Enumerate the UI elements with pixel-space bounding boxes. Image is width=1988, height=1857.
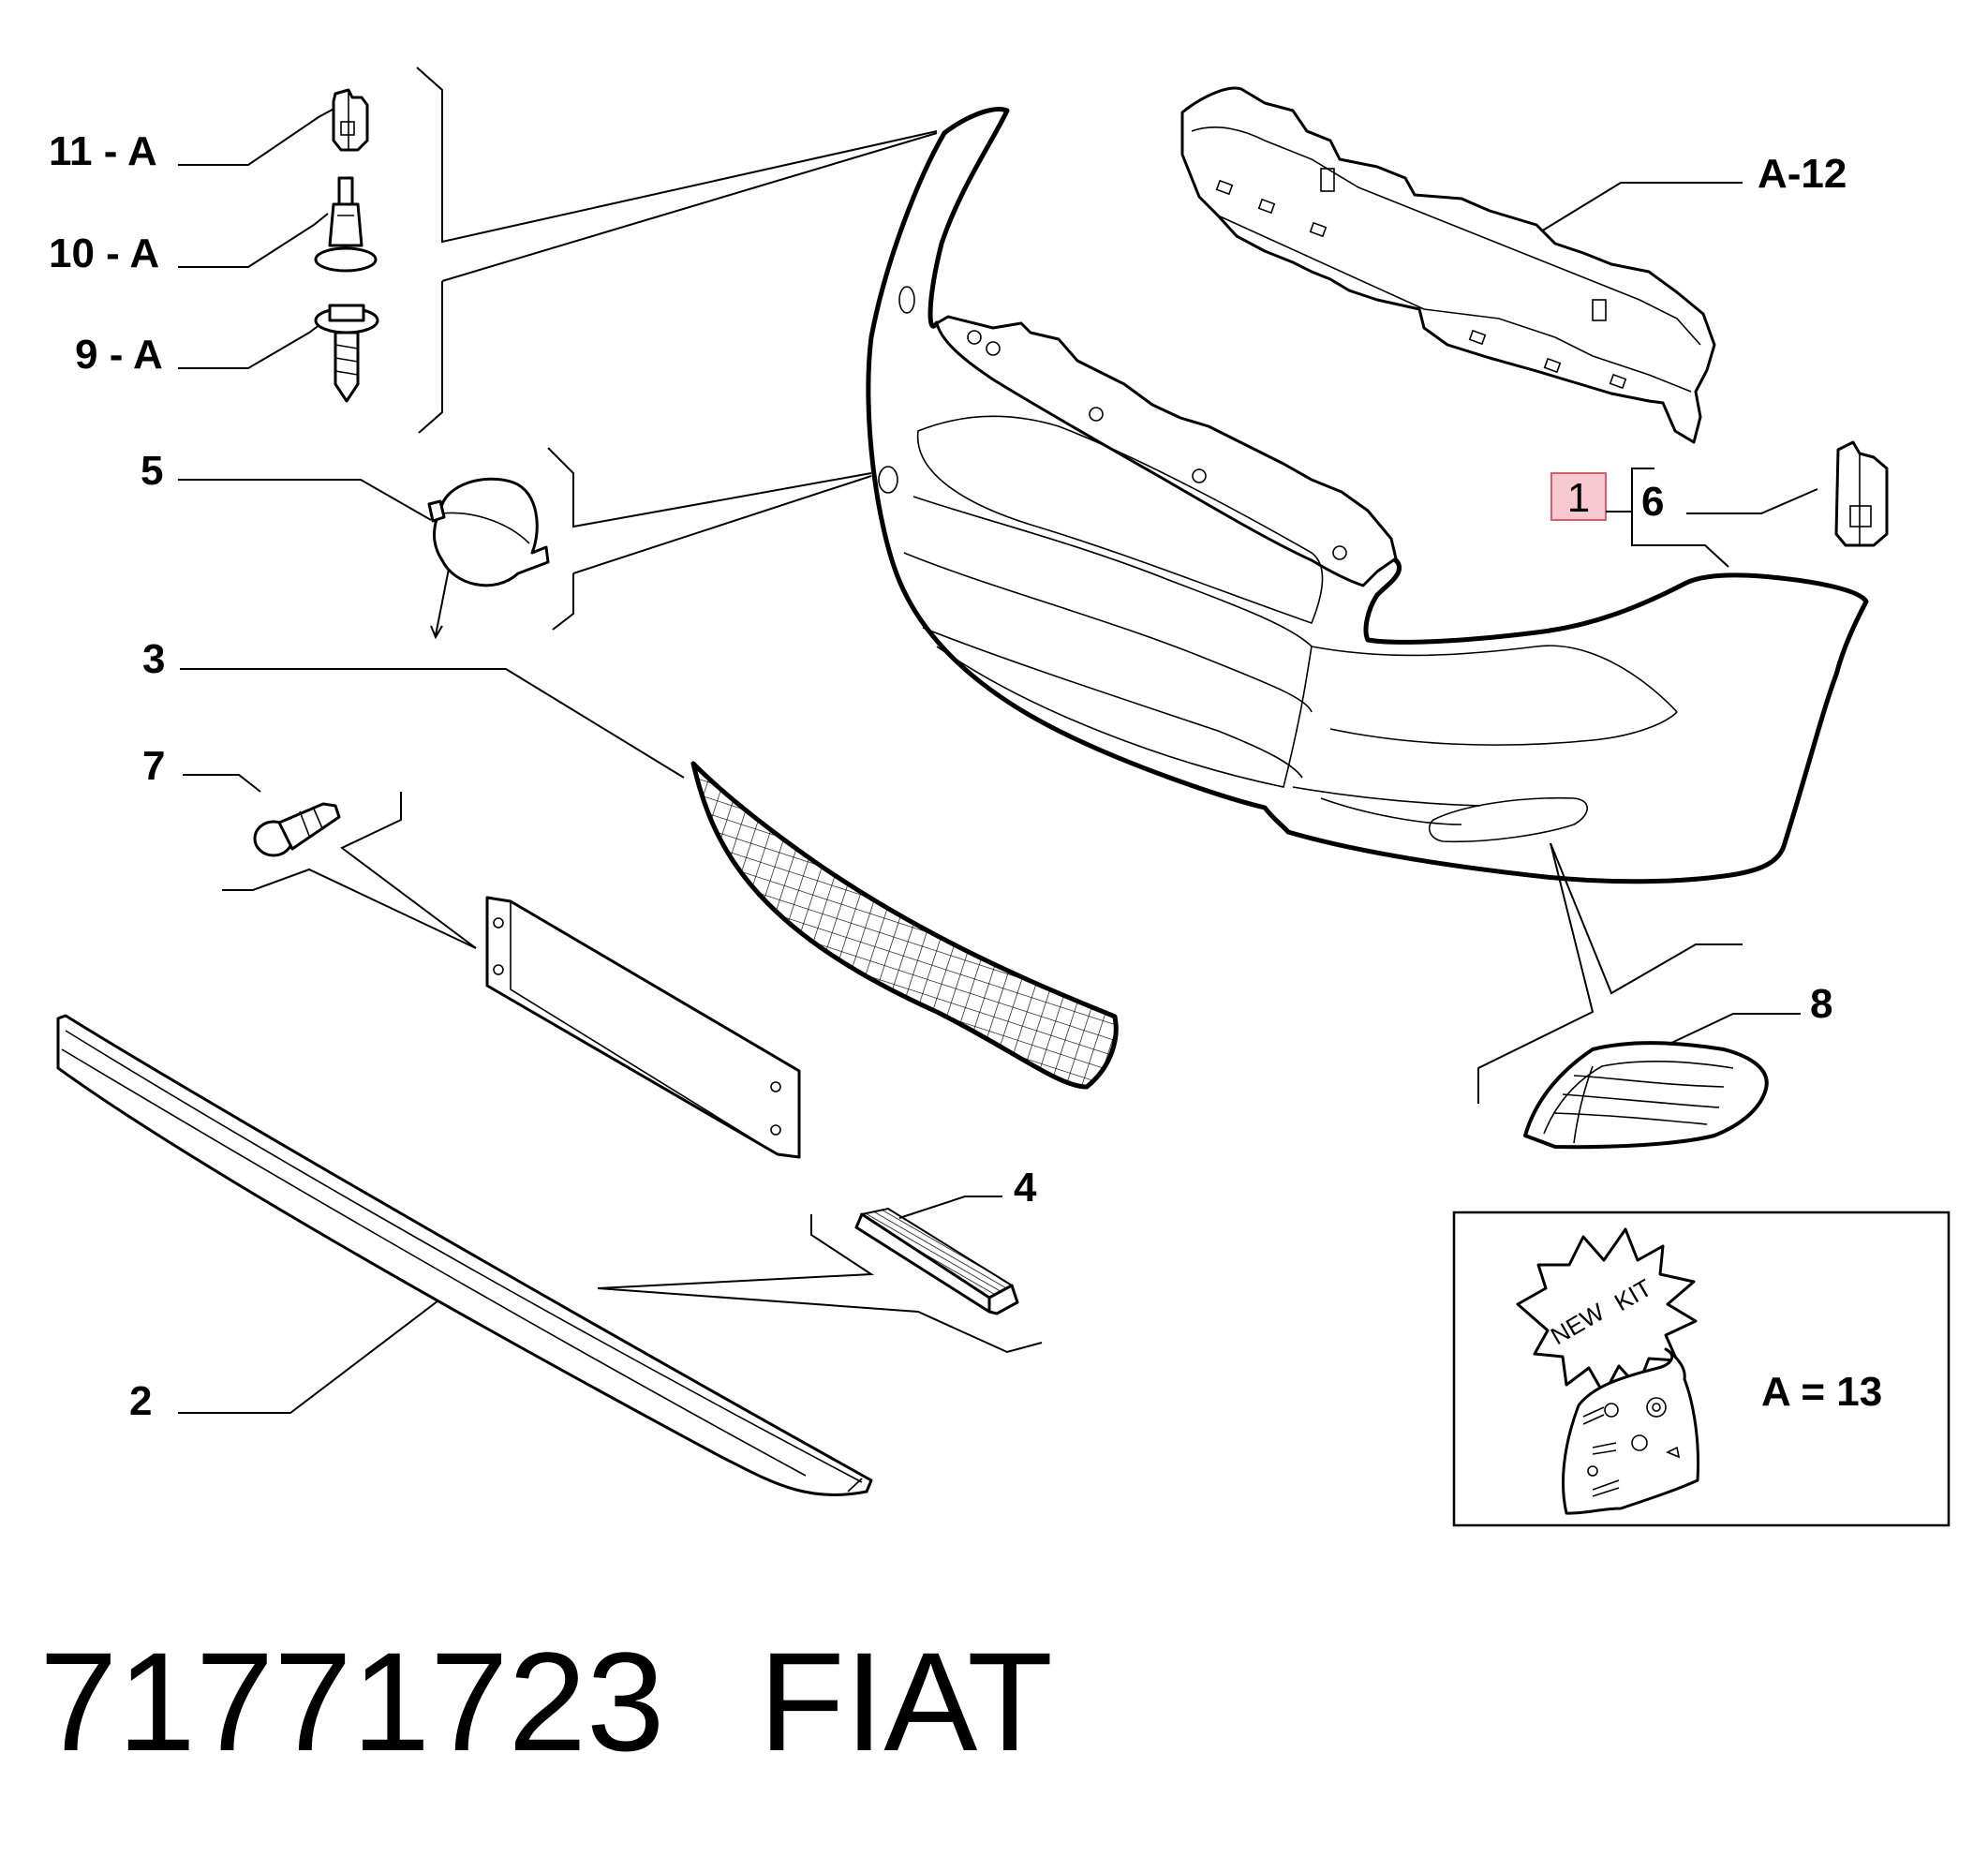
fog-lamp-grille-part-8[interactable] xyxy=(1523,1041,1769,1150)
callout-4[interactable]: 4 xyxy=(1014,1165,1037,1211)
callout-9-a[interactable]: 9 - A xyxy=(75,332,163,378)
callout-2[interactable]: 2 xyxy=(129,1378,152,1424)
callout-1[interactable]: 1 xyxy=(1567,475,1590,521)
callout-7[interactable]: 7 xyxy=(142,743,165,789)
pin-bolt-part-10[interactable] xyxy=(314,176,378,273)
foam-strip-part-4[interactable] xyxy=(854,1207,1019,1315)
license-plate-bracket[interactable] xyxy=(485,896,801,1159)
bumper-cover-part-1[interactable] xyxy=(866,107,1869,884)
leader-lines xyxy=(178,67,1818,1414)
callout-1-highlight[interactable]: 1 xyxy=(1550,472,1607,521)
callout-11-a[interactable]: 11 - A xyxy=(49,128,157,174)
callout-a-12[interactable]: A-12 xyxy=(1758,151,1847,197)
mesh-grille-part-3[interactable] xyxy=(690,761,1119,1090)
kit-box: NEW KIT A = 13 xyxy=(1452,1211,1951,1527)
tow-hook-cover-part-5[interactable] xyxy=(427,477,550,587)
kit-hardware-icons xyxy=(1582,1397,1681,1497)
callout-10-a[interactable]: 10 - A xyxy=(49,230,159,276)
screw-part-7[interactable] xyxy=(253,802,341,857)
clip-nut-part-11[interactable] xyxy=(332,88,369,152)
flange-screw-part-9[interactable] xyxy=(314,304,379,403)
new-kit-starburst xyxy=(1516,1227,1698,1396)
callout-5[interactable]: 5 xyxy=(141,448,163,494)
callout-3[interactable]: 3 xyxy=(142,636,165,682)
brand-name: FIAT xyxy=(759,1623,1053,1780)
clip-part-6[interactable] xyxy=(1834,440,1889,547)
lower-trim-strip-part-2[interactable] xyxy=(56,1014,873,1496)
part-number: 71771723 xyxy=(39,1623,664,1780)
energy-absorber-part-12[interactable] xyxy=(1180,86,1716,444)
kit-equation: A = 13 xyxy=(1761,1369,1882,1415)
callout-6[interactable]: 6 xyxy=(1641,479,1664,525)
callout-8[interactable]: 8 xyxy=(1810,981,1832,1027)
